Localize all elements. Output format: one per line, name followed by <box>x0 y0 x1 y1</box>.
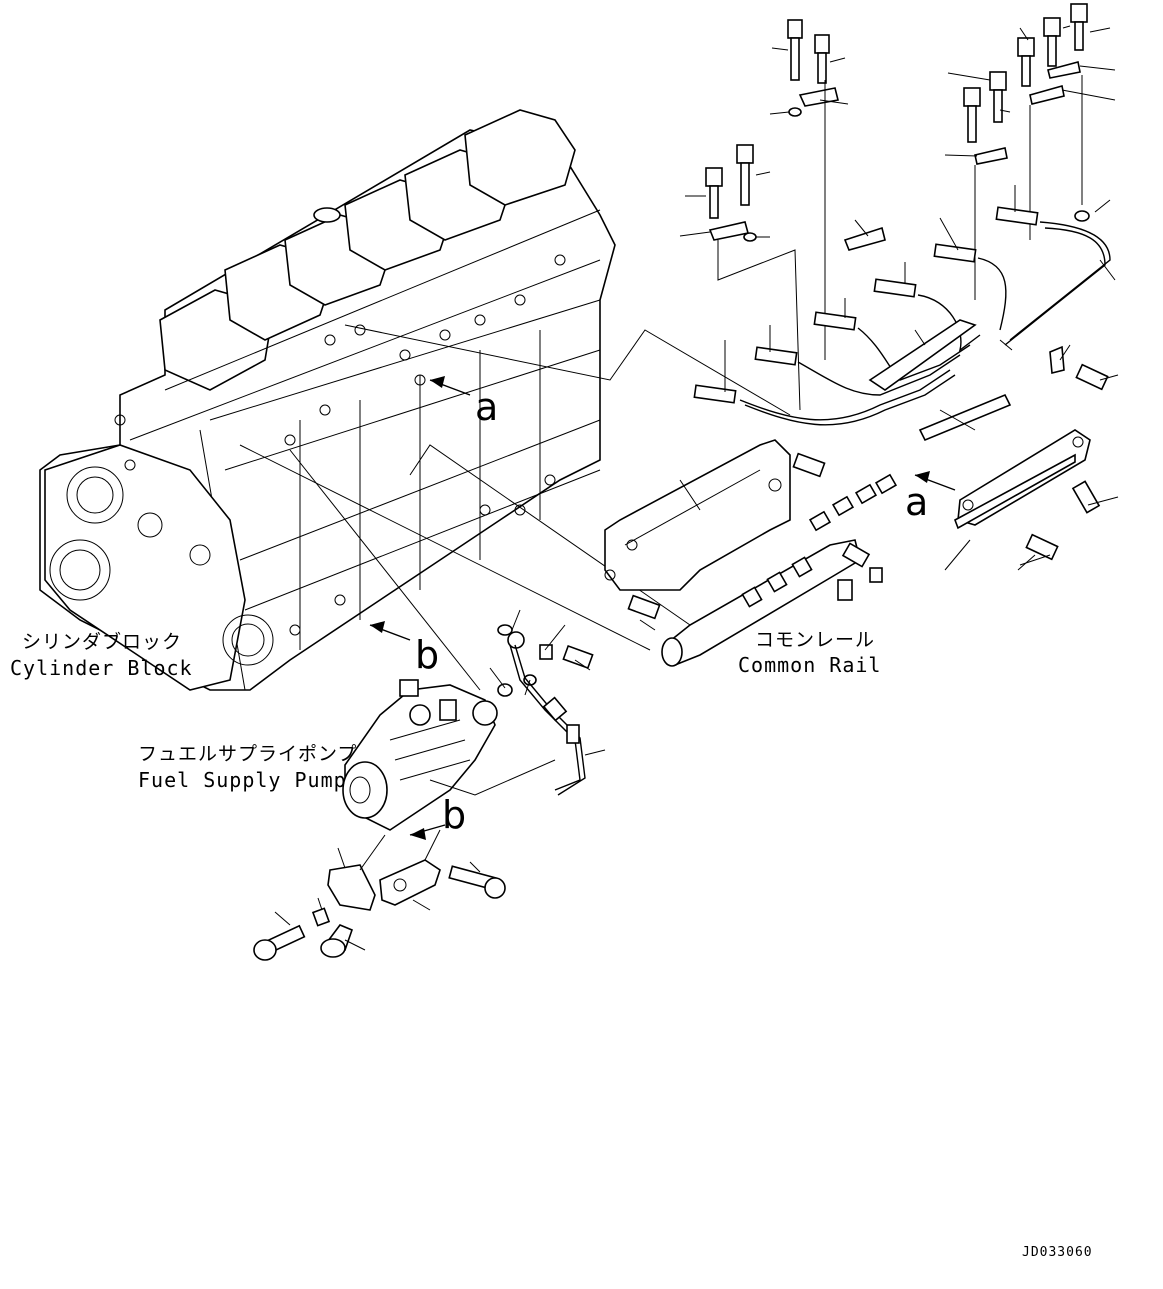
view-letter-b-engine: b <box>415 633 439 677</box>
pump-bracket-parts <box>253 829 506 961</box>
injection-tubes <box>693 185 1116 442</box>
cylinder-block-label-jp: シリンダブロック <box>22 630 182 653</box>
view-letter-a-engine: a <box>475 385 498 429</box>
view-arrow-b-engine: b <box>369 621 439 677</box>
fuel-pump-label-en: Fuel Supply Pump <box>138 768 347 792</box>
fuel-pump-label-jp: フュエルサプライポンプ <box>138 743 357 765</box>
bolt-clamp-group <box>562 3 1119 670</box>
view-letter-b-pump: b <box>442 793 466 837</box>
common-rail-label-jp: コモンレール <box>755 629 875 651</box>
view-arrow-a-rail: a <box>905 471 956 524</box>
view-letter-a-rail: a <box>905 480 928 524</box>
common-rail-assembly: a <box>604 429 1091 667</box>
cylinder-block-label-en: Cylinder Block <box>10 656 193 680</box>
view-arrow-a-engine: a <box>429 376 498 429</box>
cylinder-block <box>39 109 616 691</box>
common-rail-label-en: Common Rail <box>738 653 881 677</box>
fuel-supply-pump: b <box>342 609 606 840</box>
view-arrow-b-pump: b <box>409 793 466 840</box>
drawing-code: JD033060 <box>1022 1245 1093 1260</box>
